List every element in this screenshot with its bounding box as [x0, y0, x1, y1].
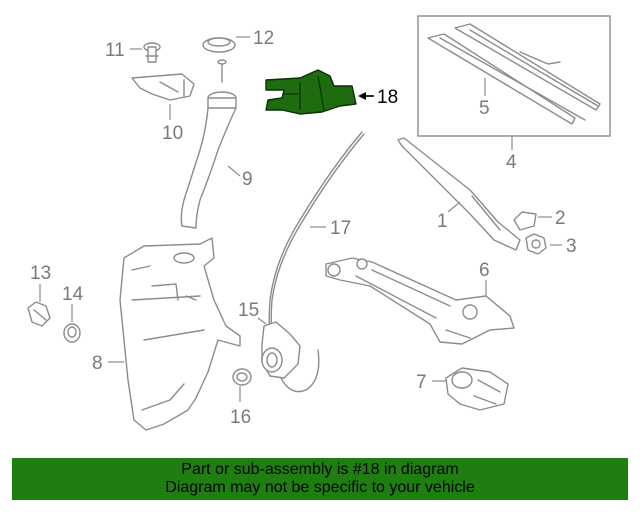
callout-16: 16 — [230, 407, 251, 428]
part-16-seal[interactable] — [232, 368, 252, 402]
part-15-pump[interactable] — [257, 317, 301, 379]
callout-9: 9 — [242, 169, 253, 190]
callout-15: 15 — [238, 300, 259, 321]
part-11-clip[interactable] — [130, 42, 161, 63]
callout-4: 4 — [506, 152, 517, 173]
callout-12: 12 — [253, 28, 274, 49]
part-2-cap[interactable] — [513, 211, 552, 231]
wiper-blade-group — [417, 15, 611, 150]
part-13-connector[interactable] — [27, 284, 51, 327]
callout-17: 17 — [330, 218, 351, 239]
part-7-motor[interactable] — [432, 367, 509, 411]
callout-8: 8 — [92, 353, 103, 374]
callout-6: 6 — [479, 260, 490, 281]
banner-line-2: Diagram may not be specific to your vehi… — [165, 479, 475, 496]
callout-1: 1 — [437, 211, 448, 232]
callout-14: 14 — [62, 284, 84, 305]
part-3-nut[interactable] — [525, 233, 562, 255]
wiper-blade-5[interactable] — [427, 33, 576, 125]
callout-18: 18 — [377, 87, 398, 108]
callout-5: 5 — [479, 98, 490, 119]
banner-line-1: Part or sub-assembly is #18 in diagram — [181, 461, 459, 478]
info-banner: Part or sub-assembly is #18 in diagram D… — [12, 458, 628, 500]
part-18-highlighted[interactable] — [265, 69, 374, 115]
parts-diagram: 11 12 10 18 5 4 9 1 2 17 3 13 6 14 15 8 … — [27, 15, 611, 431]
callout-2: 2 — [555, 208, 566, 229]
part-6-linkage[interactable] — [325, 257, 515, 345]
part-12-cap[interactable] — [202, 36, 250, 53]
part-9-filler-neck[interactable] — [180, 59, 241, 229]
part-8-reservoir[interactable] — [108, 237, 241, 431]
part-10-bracket[interactable] — [131, 73, 195, 120]
callout-3: 3 — [566, 236, 577, 257]
callout-13: 13 — [30, 263, 51, 284]
callout-11: 11 — [105, 40, 125, 61]
part-14-grommet[interactable] — [63, 304, 81, 343]
callout-7: 7 — [416, 372, 427, 393]
part-1-wiper-arm[interactable] — [397, 137, 521, 251]
callout-10: 10 — [162, 123, 183, 144]
